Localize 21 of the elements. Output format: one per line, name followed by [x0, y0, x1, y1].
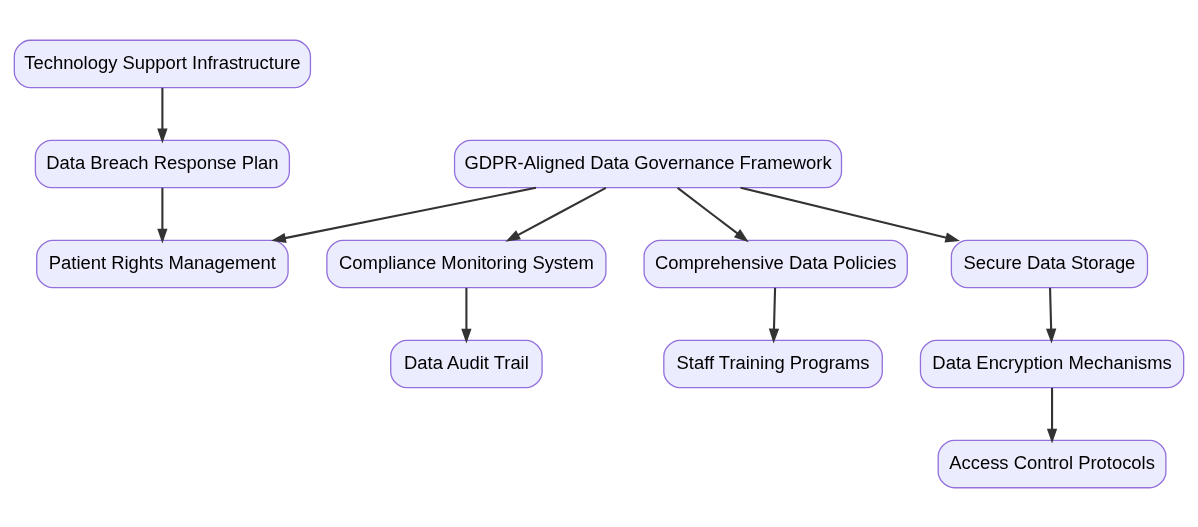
arrow — [157, 87, 168, 143]
arrow — [461, 287, 472, 343]
arrow — [768, 287, 780, 343]
node-box: Data Audit Trail — [390, 339, 543, 388]
node-box: Staff Training Programs — [663, 339, 883, 388]
arrow — [740, 186, 961, 243]
node-box: Access Control Protocols — [937, 439, 1167, 488]
node-box: Technology Support Infrastructure — [13, 39, 312, 88]
node-box: GDPR-Aligned Data Governance Framework — [453, 139, 843, 188]
node-box: Data Breach Response Plan — [34, 139, 291, 188]
arrow — [677, 186, 749, 242]
node-box: Data Encryption Mechanisms — [919, 339, 1185, 388]
arrow — [1046, 387, 1058, 443]
node-box: Patient Rights Management — [36, 239, 289, 288]
arrow — [1045, 287, 1057, 343]
node-box: Comprehensive Data Policies — [643, 239, 908, 288]
node-box: Secure Data Storage — [950, 239, 1149, 288]
arrow — [157, 187, 168, 243]
node-box: Compliance Monitoring System — [326, 239, 607, 288]
arrow — [505, 186, 607, 242]
arrow — [271, 186, 537, 243]
